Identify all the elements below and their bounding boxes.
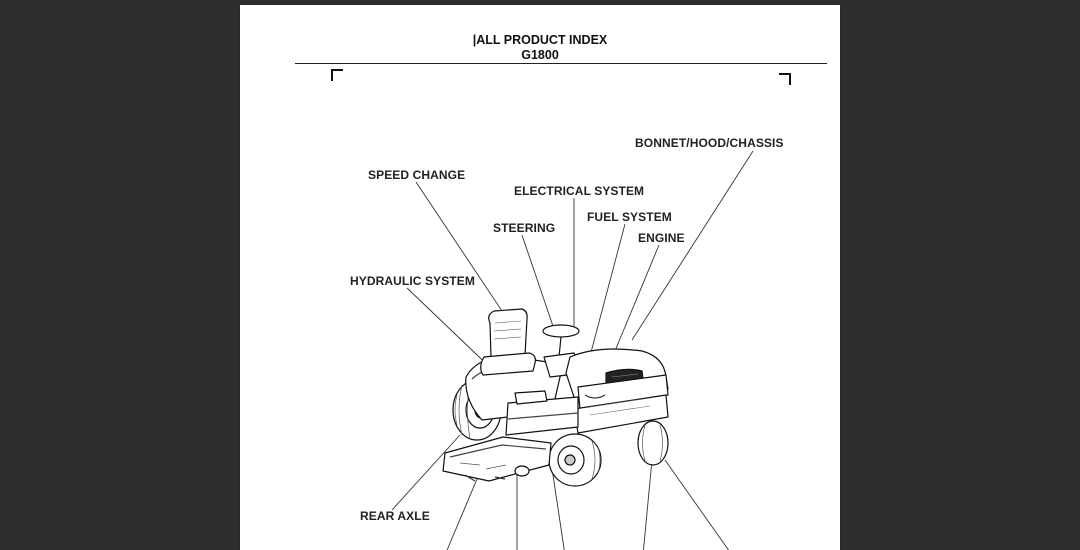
- tractor-diagram: [391, 150, 754, 550]
- label-fuel-system: FUEL SYSTEM: [587, 210, 672, 224]
- leader-line-bottom-5: [664, 459, 730, 550]
- seat-base: [480, 352, 536, 376]
- leader-lines: [391, 150, 754, 550]
- leader-line-bottom-4: [643, 459, 653, 550]
- lawn-tractor-icon: [442, 308, 669, 487]
- leader-line-fuel: [584, 223, 626, 376]
- leader-line-speed-change: [415, 181, 511, 324]
- label-electrical-system: ELECTRICAL SYSTEM: [514, 184, 645, 198]
- label-speed-change: SPEED CHANGE: [368, 168, 466, 182]
- front-wheel-right: [637, 420, 669, 466]
- document-page: |ALL PRODUCT INDEX G1800: [240, 5, 840, 550]
- mower-deck: [442, 436, 552, 482]
- label-steering: STEERING: [493, 221, 556, 235]
- crop-mark-right: [779, 73, 791, 85]
- leader-line-bonnet: [631, 150, 754, 341]
- steering-wheel: [542, 324, 580, 338]
- crop-mark-left: [331, 69, 343, 81]
- page-title: |ALL PRODUCT INDEX: [472, 33, 608, 47]
- seat-back: [488, 308, 528, 359]
- leader-line-rear-axle: [391, 434, 461, 511]
- label-hydraulic-system: HYDRAULIC SYSTEM: [350, 274, 475, 288]
- label-engine: ENGINE: [638, 231, 685, 245]
- label-rear-axle: REAR AXLE: [360, 509, 430, 523]
- label-bonnet-hood-chassis: BONNET/HOOD/CHASSIS: [635, 136, 784, 150]
- model-number: G1800: [521, 48, 559, 62]
- header-divider: [295, 63, 827, 64]
- leader-line-steering: [521, 234, 556, 333]
